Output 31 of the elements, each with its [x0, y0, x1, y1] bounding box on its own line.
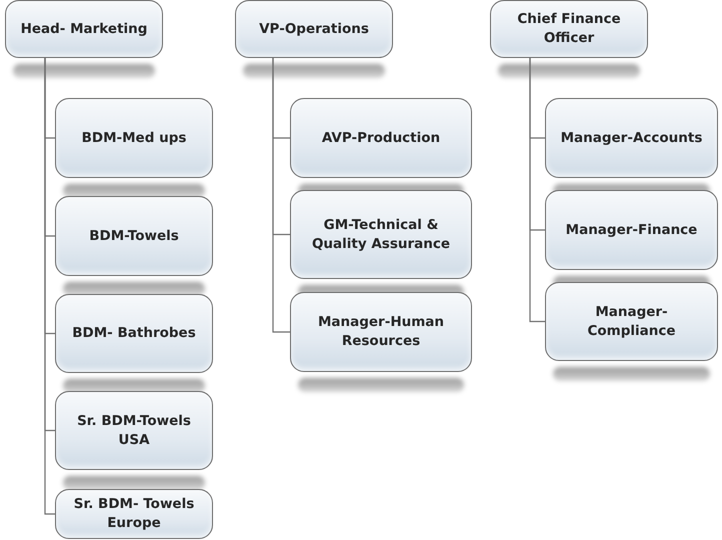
org-box: [55, 489, 213, 539]
role-title: Sr. BDM- Towels Europe: [72, 495, 196, 533]
org-box: [545, 190, 718, 270]
org-box: [290, 292, 472, 372]
role-title: AVP-Production: [322, 128, 440, 148]
org-box: [55, 98, 213, 178]
org-box: [55, 196, 213, 276]
role-title: Chief Finance Officer: [516, 10, 622, 48]
connector-line: [44, 58, 55, 515]
org-box: [545, 98, 718, 178]
role-title: Manager-Finance: [566, 220, 698, 240]
org-box: [5, 0, 163, 58]
org-box: [55, 294, 213, 373]
role-title: BDM- Bathrobes: [72, 324, 196, 343]
org-box: [545, 282, 718, 361]
org-box: [235, 0, 393, 58]
role-title: Head- Marketing: [20, 20, 148, 38]
connector-line: [272, 58, 290, 333]
role-title: GM-Technical & Quality Assurance: [310, 216, 452, 254]
role-title: Manager-Accounts: [560, 128, 702, 148]
role-title: VP-Operations: [259, 20, 369, 38]
role-title: BDM-Med ups: [82, 128, 186, 148]
org-box: [490, 0, 648, 58]
role-title: Manager-Compliance: [586, 302, 677, 340]
org-box: [290, 98, 472, 178]
org-box: [290, 190, 472, 279]
role-title: Manager-Human Resources: [316, 313, 446, 351]
role-title: BDM-Towels: [89, 226, 179, 246]
role-title: Sr. BDM-Towels USA: [76, 412, 192, 450]
org-box: [55, 391, 213, 470]
connector-line: [529, 58, 545, 322]
